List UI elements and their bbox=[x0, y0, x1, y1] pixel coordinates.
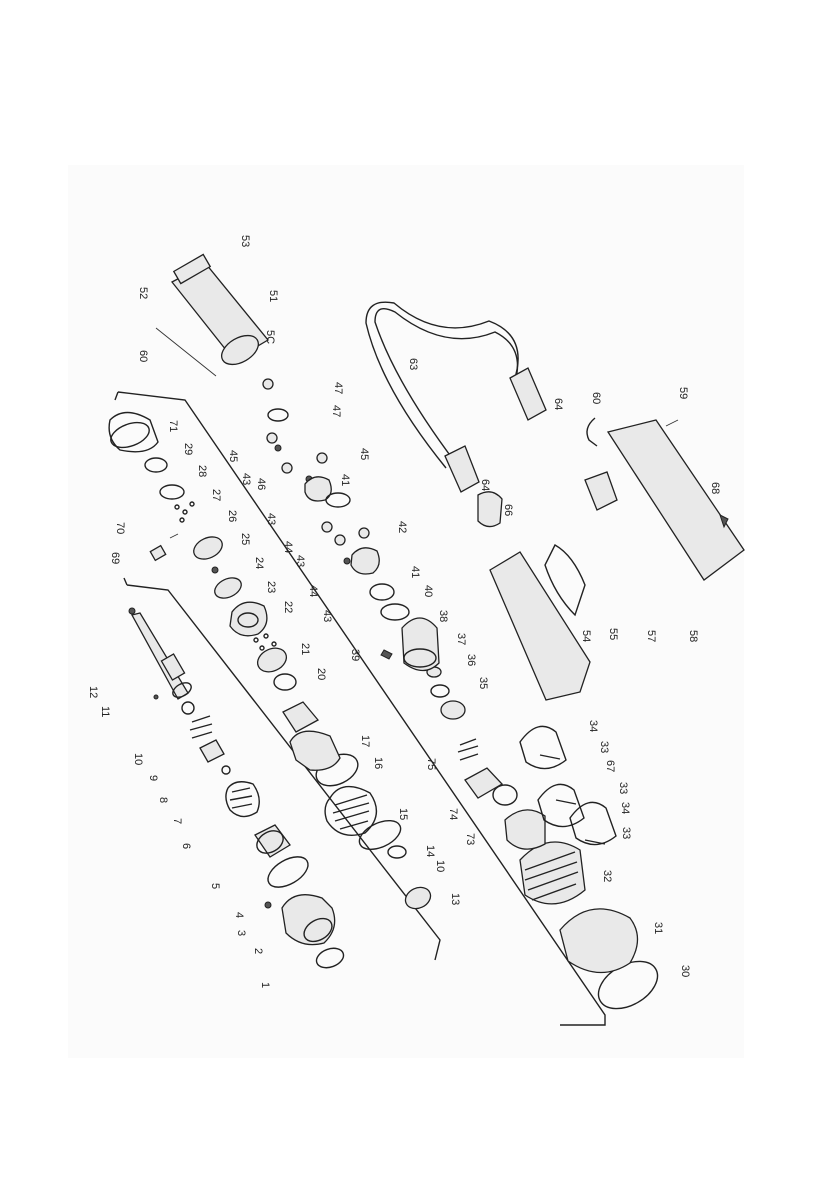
callout-38: 38 bbox=[437, 610, 449, 622]
callout-31: 31 bbox=[652, 922, 664, 934]
callout-59: 59 bbox=[677, 387, 689, 399]
callout-44: 44 bbox=[307, 585, 319, 597]
callout-5: 5 bbox=[209, 883, 221, 889]
callout-4: 4 bbox=[233, 912, 245, 918]
callout-60b: 60 bbox=[137, 350, 149, 362]
callout-60: 60 bbox=[590, 392, 602, 404]
callout-37: 37 bbox=[455, 633, 467, 645]
callout-34: 34 bbox=[587, 720, 599, 732]
callout-14: 14 bbox=[424, 845, 436, 857]
callout-12: 12 bbox=[87, 686, 99, 698]
callout-54: 54 bbox=[580, 630, 592, 642]
callout-45b: 45 bbox=[227, 450, 239, 462]
callout-57: 57 bbox=[645, 630, 657, 642]
handle-group bbox=[490, 418, 744, 700]
callout-66: 66 bbox=[502, 504, 514, 516]
callout-58: 58 bbox=[687, 630, 699, 642]
callout-33b: 33 bbox=[617, 782, 629, 794]
callout-75: 75 bbox=[425, 758, 437, 770]
callout-26: 26 bbox=[226, 510, 238, 522]
callout-8: 8 bbox=[157, 797, 169, 803]
callout-6: 6 bbox=[180, 843, 192, 849]
callout-39: 39 bbox=[349, 649, 361, 661]
bracket-upper bbox=[115, 392, 605, 1025]
callout-52: 52 bbox=[137, 287, 149, 299]
callout-43: 43 bbox=[321, 610, 333, 622]
callout-36: 36 bbox=[465, 654, 477, 666]
callout-labels: 1 2 3 4 5 6 7 8 9 10 11 12 13 10 14 15 1… bbox=[87, 235, 721, 988]
callout-33c: 33 bbox=[620, 827, 632, 839]
callout-45: 45 bbox=[358, 448, 370, 460]
callout-16: 16 bbox=[372, 757, 384, 769]
callout-17: 17 bbox=[359, 735, 371, 747]
callout-3: 3 bbox=[235, 930, 247, 936]
callout-43d: 43 bbox=[240, 473, 252, 485]
callout-1: 1 bbox=[259, 982, 271, 988]
callout-41b: 41 bbox=[339, 474, 351, 486]
callout-23: 23 bbox=[265, 581, 277, 593]
callout-15: 15 bbox=[397, 808, 409, 820]
callout-64: 64 bbox=[552, 398, 564, 410]
callout-11: 11 bbox=[99, 706, 111, 717]
callout-74: 74 bbox=[447, 808, 459, 820]
callout-67: 67 bbox=[604, 760, 616, 772]
callout-24: 24 bbox=[253, 557, 265, 569]
callout-51: 51 bbox=[267, 290, 279, 302]
callout-43b: 43 bbox=[294, 555, 306, 567]
bracket-lower bbox=[124, 578, 440, 960]
callout-25: 25 bbox=[239, 533, 251, 545]
callout-64b: 64 bbox=[479, 479, 491, 491]
motor-group bbox=[156, 254, 268, 376]
callout-69: 69 bbox=[109, 552, 121, 564]
callout-43c: 43 bbox=[265, 513, 277, 525]
callout-22: 22 bbox=[282, 601, 294, 613]
callout-13: 13 bbox=[449, 893, 461, 905]
callout-10b: 10 bbox=[434, 860, 446, 872]
callout-68: 68 bbox=[709, 482, 721, 494]
callout-34b: 34 bbox=[619, 802, 631, 814]
callout-35: 35 bbox=[477, 677, 489, 689]
callout-2: 2 bbox=[252, 948, 264, 954]
callout-33: 33 bbox=[598, 741, 610, 753]
callout-44b: 44 bbox=[282, 541, 294, 553]
callout-21: 21 bbox=[299, 643, 311, 655]
callout-40: 40 bbox=[422, 585, 434, 597]
callout-42: 42 bbox=[396, 521, 408, 533]
callout-63: 63 bbox=[407, 358, 419, 370]
housing-group bbox=[458, 726, 666, 1018]
callout-46: 46 bbox=[255, 478, 267, 490]
callout-32: 32 bbox=[601, 870, 613, 882]
callout-55: 55 bbox=[607, 628, 619, 640]
callout-53: 53 bbox=[239, 235, 251, 247]
callout-10: 10 bbox=[132, 753, 144, 765]
hose-group bbox=[366, 302, 546, 526]
callout-5C: 5C bbox=[264, 330, 276, 344]
callout-20: 20 bbox=[315, 668, 327, 680]
callout-28: 28 bbox=[196, 465, 208, 477]
callout-30: 30 bbox=[679, 965, 691, 977]
callout-47: 47 bbox=[332, 382, 344, 394]
callout-27: 27 bbox=[210, 489, 222, 501]
callout-73: 73 bbox=[464, 833, 476, 845]
callout-47b: 47 bbox=[330, 405, 342, 417]
callout-29: 29 bbox=[182, 443, 194, 455]
callout-9: 9 bbox=[147, 775, 159, 781]
callout-71: 71 bbox=[167, 420, 179, 432]
callout-41: 41 bbox=[409, 566, 421, 578]
callout-7: 7 bbox=[171, 818, 183, 824]
callout-70: 70 bbox=[114, 522, 126, 534]
